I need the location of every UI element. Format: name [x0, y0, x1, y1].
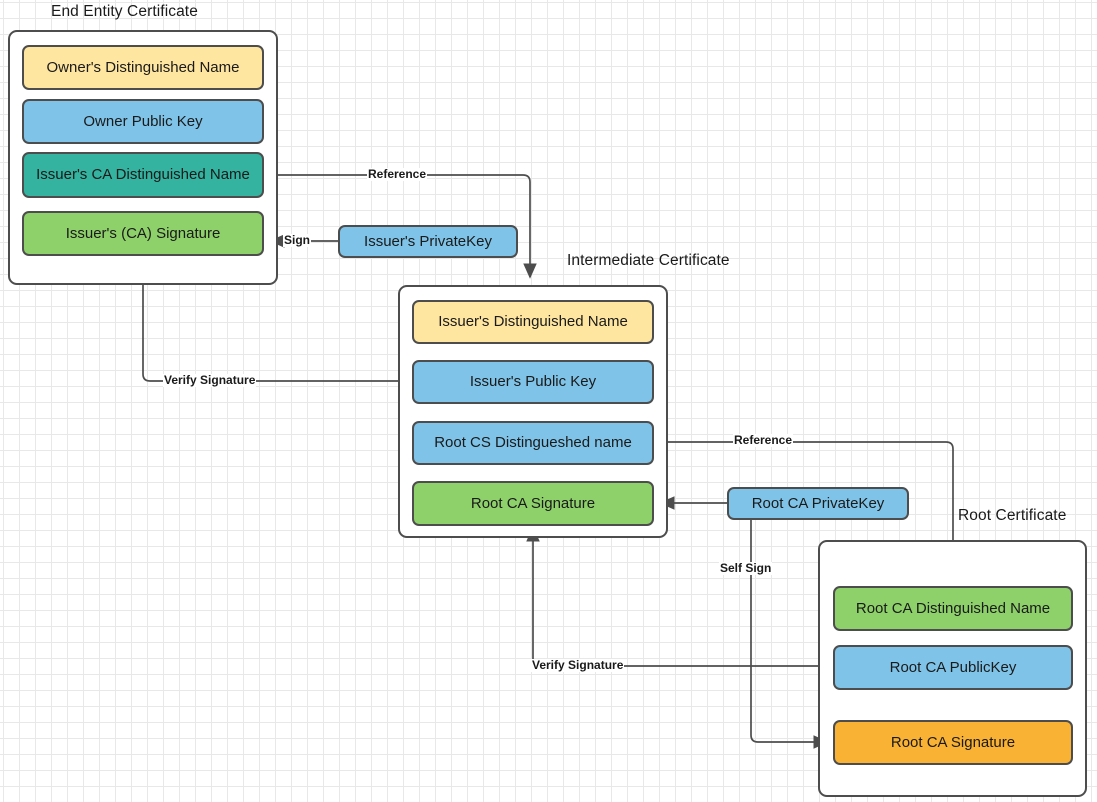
- edge-label-self-sign: Self Sign: [719, 561, 773, 575]
- field-root-ca-publickey[interactable]: Root CA PublicKey: [833, 645, 1073, 690]
- field-label: Root CA Signature: [470, 494, 596, 512]
- edge-label-reference-root: Reference: [733, 433, 794, 447]
- cert-title-intermediate: Intermediate Certificate: [567, 252, 730, 269]
- field-label: Issuer's CA Distinguished Name: [36, 166, 250, 184]
- key-label: Issuer's PrivateKey: [364, 233, 492, 250]
- field-issuers-distinguished-name[interactable]: Issuer's Distinguished Name: [412, 300, 654, 344]
- field-label: Issuer's Public Key: [469, 373, 597, 391]
- field-root-ca-distinguished-name[interactable]: Root CA Distinguished Name: [833, 586, 1073, 631]
- field-label: Root CS Distingueshed name: [434, 434, 632, 452]
- key-box-issuers-privatekey[interactable]: Issuer's PrivateKey: [338, 225, 518, 258]
- field-intermediate-root-ca-signature[interactable]: Root CA Signature: [412, 481, 654, 526]
- edge-label-verify-signature-ee: Verify Signature: [163, 373, 257, 387]
- key-label: Root CA PrivateKey: [751, 495, 885, 512]
- field-label: Owner's Distinguished Name: [46, 58, 240, 76]
- field-label: Root CA PublicKey: [889, 658, 1017, 676]
- field-issuers-ca-distinguished-name[interactable]: Issuer's CA Distinguished Name: [22, 152, 264, 198]
- field-owners-distinguished-name[interactable]: Owner's Distinguished Name: [22, 45, 264, 90]
- field-issuers-public-key[interactable]: Issuer's Public Key: [412, 360, 654, 404]
- cert-title-root: Root Certificate: [958, 507, 1067, 524]
- field-label: Issuer's Distinguished Name: [438, 313, 628, 331]
- edge-label-reference-ee: Reference: [367, 167, 428, 181]
- edge-label-sign: Sign: [283, 233, 311, 247]
- cert-title-end-entity: End Entity Certificate: [51, 3, 198, 20]
- field-label: Root CA Distinguished Name: [855, 599, 1051, 617]
- field-owner-public-key[interactable]: Owner Public Key: [22, 99, 264, 144]
- edge-verify-signature-intermediate: [526, 526, 833, 667]
- field-label: Root CA Signature: [890, 733, 1016, 751]
- edge-self-sign: [750, 519, 829, 749]
- field-label: Issuer's (CA) Signature: [65, 224, 221, 242]
- edge-label-verify-signature-intermediate: Verify Signature: [531, 658, 625, 672]
- field-root-cs-distingueshed-name[interactable]: Root CS Distingueshed name: [412, 421, 654, 465]
- field-root-ca-signature[interactable]: Root CA Signature: [833, 720, 1073, 765]
- field-issuers-ca-signature[interactable]: Issuer's (CA) Signature: [22, 211, 264, 256]
- key-box-root-ca-privatekey[interactable]: Root CA PrivateKey: [727, 487, 909, 520]
- field-label: Owner Public Key: [83, 112, 203, 130]
